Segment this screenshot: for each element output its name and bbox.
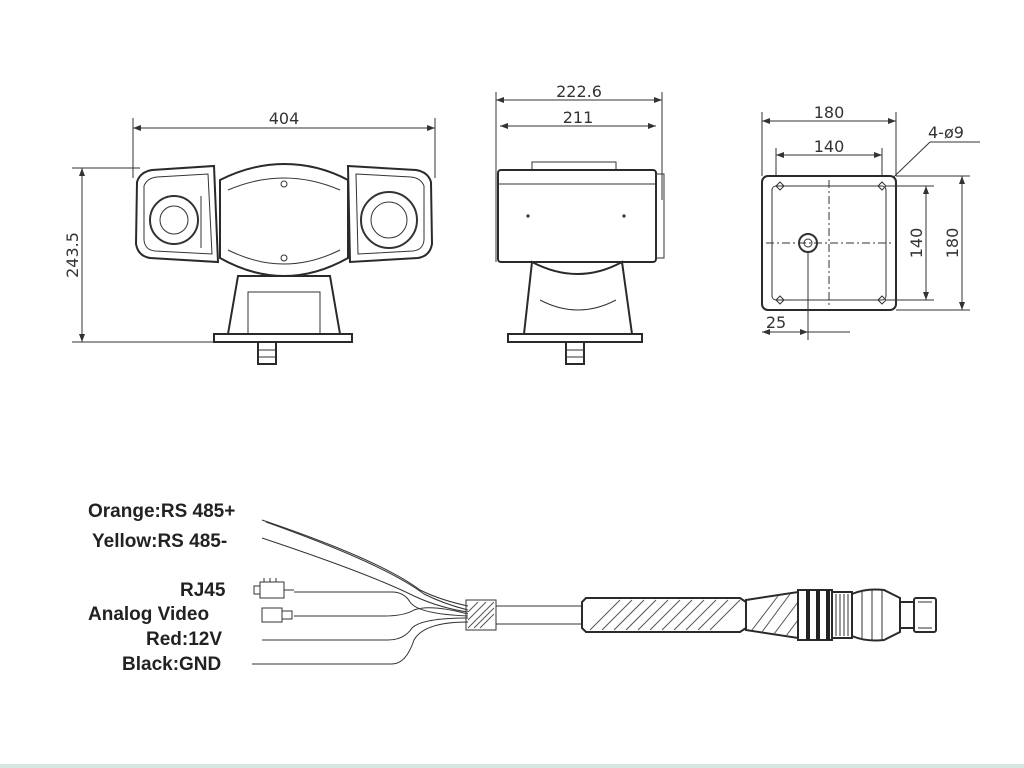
side-view: 222.6 211: [495, 82, 665, 365]
video-connector-icon: [261, 607, 293, 623]
base-outer-height-label: 180: [943, 228, 962, 259]
wire-label-red: Red:12V: [146, 629, 222, 650]
bottom-divider: [0, 764, 1024, 768]
base-inner-width-label: 140: [814, 137, 845, 156]
side-inner-width-dimension: 211: [500, 108, 656, 129]
base-inner-height-dimension: 140: [886, 185, 934, 301]
right-lamp: [346, 164, 434, 264]
connector-knurl: [751, 593, 799, 637]
left-lamp: [134, 164, 220, 264]
cable-diagram: Orange:RS 485+ Yellow:RS 485- RJ45 Analo…: [88, 501, 937, 675]
wire-label-yellow: Yellow:RS 485-: [92, 531, 227, 552]
base-outer-width-dimension: 180: [761, 103, 897, 176]
rj45-plug-icon: [253, 578, 294, 599]
side-housing: [497, 161, 665, 263]
side-inner-width-label: 211: [563, 108, 594, 127]
base-inner-height-label: 140: [907, 228, 926, 259]
wire-label-orange: Orange:RS 485+: [88, 501, 235, 522]
wire-label-video: Analog Video: [88, 604, 209, 625]
wire-label-rj45: RJ45: [180, 580, 226, 601]
side-pedestal: [507, 260, 643, 365]
strain-relief-hatch: [589, 599, 741, 631]
side-outer-width-dimension: 222.6: [495, 82, 663, 262]
front-view: 404 243.5: [63, 109, 436, 365]
aviation-connector: [745, 588, 937, 642]
front-width-label: 404: [269, 109, 300, 128]
front-pedestal: [213, 275, 353, 365]
base-offset-dimension: 25: [762, 252, 850, 340]
front-width-dimension: 404: [132, 109, 436, 178]
sleeve-hatch: [467, 601, 495, 629]
base-view: 180 140 4-ø9: [761, 103, 980, 340]
cable-sleeve: [465, 599, 586, 631]
base-offset-label: 25: [766, 313, 786, 332]
wire-bundle: [252, 519, 469, 665]
base-outer-height-dimension: 180: [896, 175, 970, 311]
side-outer-width-label: 222.6: [556, 82, 602, 101]
hole-spec-label: 4-ø9: [928, 123, 964, 142]
front-height-label: 243.5: [63, 232, 82, 278]
wire-label-black: Black:GND: [122, 654, 221, 675]
strain-relief: [581, 597, 747, 633]
center-housing: [219, 162, 349, 278]
base-inner-width-dimension: 140: [775, 137, 883, 186]
base-plate: [761, 175, 897, 311]
front-height-dimension: 243.5: [63, 167, 215, 343]
base-outer-width-label: 180: [814, 103, 845, 122]
